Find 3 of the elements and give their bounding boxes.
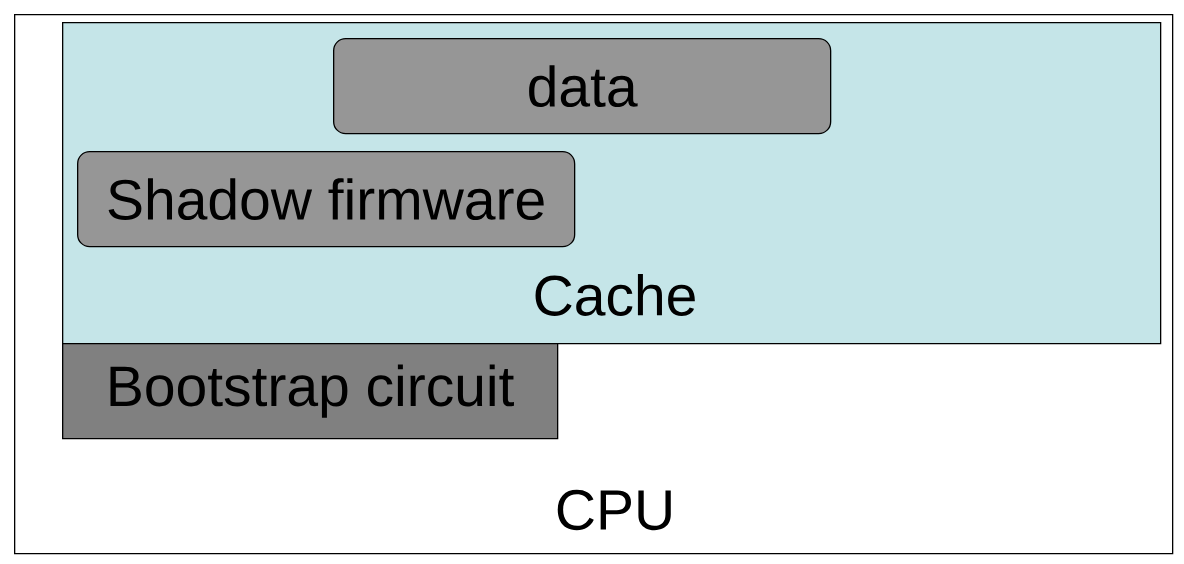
circuit-box: Bootstrap circuit xyxy=(62,343,559,440)
data-box: data xyxy=(333,38,832,135)
firmware-box: Shadow firmware xyxy=(77,151,576,248)
